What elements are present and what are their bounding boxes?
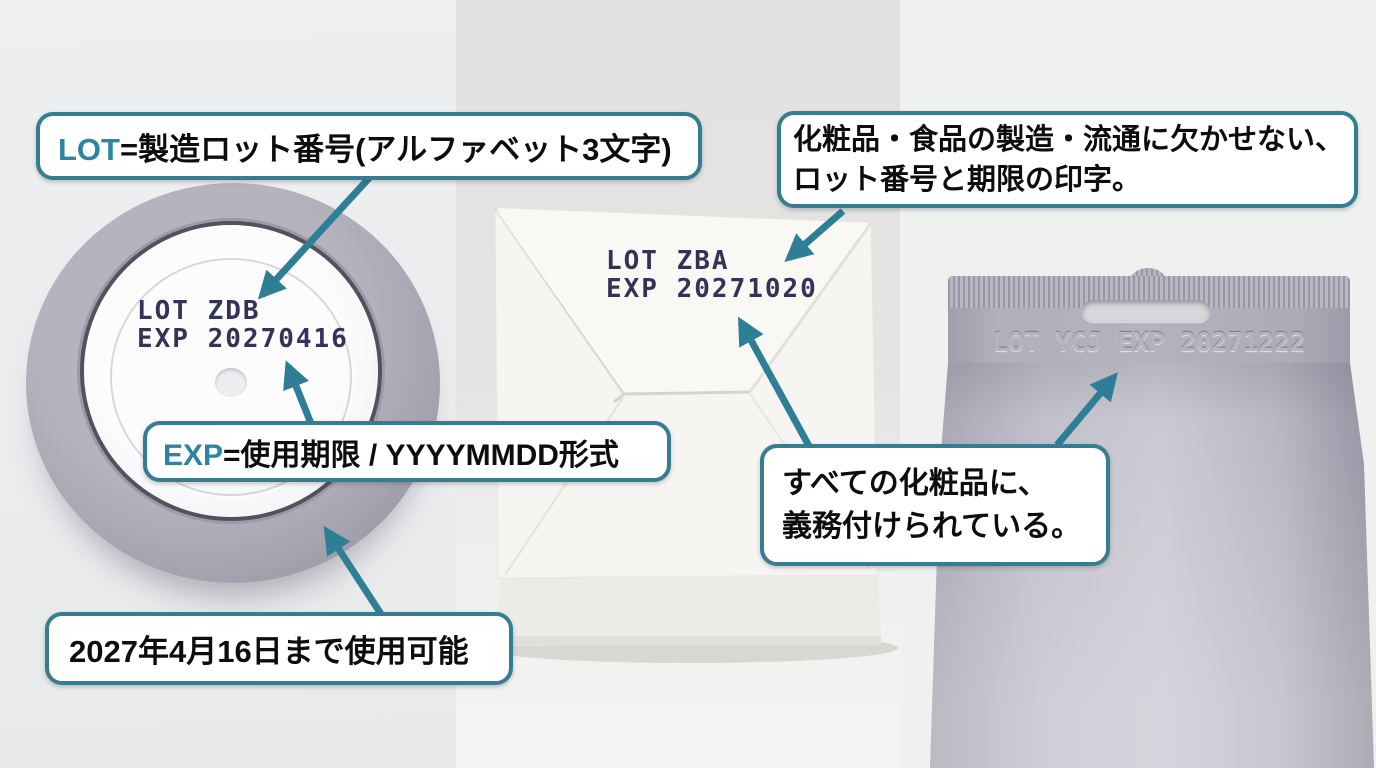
callout-usable-until: 2027年4月16日まで使用可能 <box>45 612 513 685</box>
callout-exp-definition: EXP=使用期限 / YYYYMMDD形式 <box>143 421 671 482</box>
arrow-lot-to-jar <box>257 174 373 300</box>
jar-exp-line: EXP 20270416 <box>137 324 349 354</box>
carton-tuck-slit <box>623 390 751 396</box>
arrow-mandatory-to-carton <box>737 316 813 448</box>
exp-definition-text: EXP=使用期限 / YYYYMMDD形式 <box>163 430 619 474</box>
tube-embossed-print: LOT YCJ EXP 20271222 <box>992 328 1306 358</box>
tube-hang-hole <box>1082 300 1210 322</box>
callout-lot-definition: LOT=製造ロット番号(アルファベット3文字) <box>36 112 702 180</box>
carton-front-edge <box>497 636 881 645</box>
print-intro-line1: 化粧品・食品の製造・流通に欠かせない、 <box>793 123 1345 156</box>
arrow-exp-to-jar <box>283 360 316 428</box>
carton-crease-highlight <box>496 209 626 393</box>
usable-until-text: 2027年4月16日まで使用可能 <box>69 634 469 669</box>
arrow-mandatory-to-tube <box>1054 372 1118 448</box>
carton-exp-line: EXP 20271020 <box>606 274 818 304</box>
callout-print-intro: 化粧品・食品の製造・流通に欠かせない、 ロット番号と期限の印字。 <box>777 111 1358 208</box>
jar-center-dimple <box>215 368 247 397</box>
arrow-usable-to-jar-rim <box>323 525 384 616</box>
exp-term: EXP <box>163 438 224 472</box>
carton-top-flap <box>495 208 871 394</box>
callout-mandatory-note: すべての化粧品に、 義務付けられている。 <box>760 444 1110 566</box>
arrow-intro-to-carton <box>784 208 846 263</box>
exp-definition-rest: =使用期限 / YYYYMMDD形式 <box>223 438 619 472</box>
carton-front-face <box>497 573 881 646</box>
lot-definition-text: LOT=製造ロット番号(アルファベット3文字) <box>58 124 672 169</box>
carton-box-graphic <box>482 207 898 663</box>
carton-lot-line: LOT ZBA <box>606 246 730 276</box>
lot-term: LOT <box>58 131 120 167</box>
lot-definition-rest: =製造ロット番号(アルファベット3文字) <box>120 131 672 167</box>
jar-lot-line: LOT ZDB <box>137 296 261 326</box>
print-intro-line2: ロット番号と期限の印字。 <box>793 163 1142 196</box>
mandatory-line1: すべての化粧品に、 <box>782 467 1048 500</box>
carton-slit-notch <box>613 392 625 404</box>
mandatory-line2: 義務付けられている。 <box>782 510 1082 543</box>
carton-crease-right <box>748 222 873 393</box>
